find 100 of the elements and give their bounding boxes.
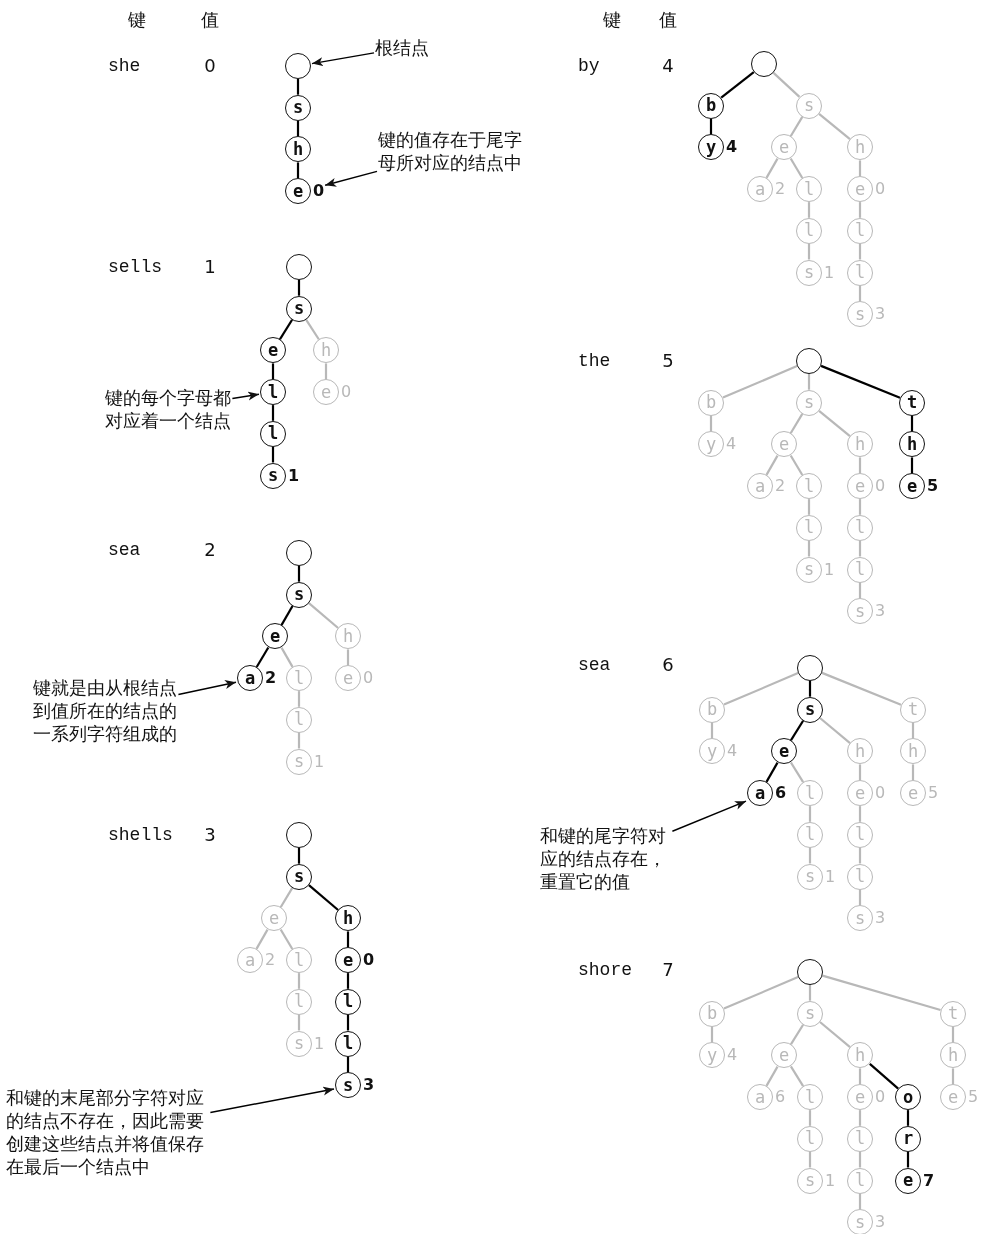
letter-node: s — [286, 1030, 312, 1057]
letter-node: l — [796, 217, 822, 244]
tree-edge — [308, 884, 339, 911]
value-label: 1 — [824, 264, 835, 281]
value-label: 3 — [204, 825, 216, 845]
letter-node: l — [796, 473, 822, 500]
tree-edge — [818, 113, 851, 141]
letter-node: e — [771, 1042, 797, 1069]
tree-edge — [910, 457, 914, 474]
letter-node: a — [747, 473, 773, 500]
letter-node: t — [899, 389, 925, 416]
value-label: 4 — [727, 1047, 738, 1064]
tree-edge — [858, 1068, 862, 1085]
key-label: sea — [108, 540, 141, 560]
column-header: 值 — [201, 10, 219, 30]
arrow — [311, 52, 375, 67]
letter-node: h — [899, 431, 925, 458]
tree-edge — [723, 672, 799, 706]
tree-edge — [808, 1110, 812, 1126]
value-label: 2 — [265, 670, 277, 687]
letter-node: b — [698, 92, 724, 119]
tree-edge — [819, 717, 851, 744]
value-label: 2 — [265, 952, 276, 969]
letter-node: s — [797, 696, 823, 723]
letter-node: s — [796, 92, 822, 119]
letter-node: b — [698, 389, 724, 416]
key-label: by — [578, 56, 600, 76]
tree-edge — [765, 1066, 779, 1087]
tree-edge — [296, 162, 300, 179]
annotation-text: 键的值存在于尾字母所对应的结点中 — [378, 128, 528, 174]
letter-node: y — [698, 134, 724, 161]
tree-edge — [346, 649, 350, 666]
value-label: 6 — [775, 785, 787, 802]
arrow — [209, 1086, 335, 1114]
tree-edge — [346, 931, 350, 948]
value-label: 1 — [314, 1035, 325, 1052]
tree-edge — [278, 319, 294, 340]
tree-edge — [808, 847, 812, 864]
tree-edge — [819, 1021, 851, 1048]
letter-node: s — [286, 295, 312, 322]
value-label: 4 — [726, 436, 737, 453]
tree-edge — [305, 319, 320, 341]
value-label: 0 — [313, 183, 325, 200]
letter-node: e — [847, 780, 873, 807]
letter-node: l — [286, 947, 312, 974]
tree-edge — [772, 72, 801, 98]
tree-edge — [789, 455, 804, 476]
column-header: 值 — [659, 10, 677, 30]
letter-node: h — [285, 136, 311, 163]
tree-edge — [297, 280, 301, 296]
letter-node: e — [895, 1167, 921, 1194]
letter-node: s — [286, 581, 312, 608]
letter-node: a — [747, 780, 773, 807]
value-label: 7 — [662, 960, 674, 980]
tree-edge — [789, 116, 804, 137]
letter-node: s — [286, 863, 312, 890]
tree-edge — [807, 202, 811, 218]
value-label: 5 — [928, 785, 939, 802]
value-label: 5 — [927, 478, 939, 495]
letter-node: e — [899, 473, 925, 500]
arrow — [671, 800, 747, 832]
tree-edge — [271, 405, 275, 421]
tree-edge — [906, 1110, 910, 1126]
tree-edge — [858, 160, 862, 177]
tree-edge — [297, 973, 301, 989]
letter-node: l — [797, 1084, 823, 1111]
value-label: 3 — [363, 1077, 375, 1094]
tree-edge — [822, 974, 941, 1012]
value-label: 0 — [875, 1089, 886, 1106]
value-label: 7 — [923, 1172, 935, 1189]
tree-edge — [906, 1151, 910, 1168]
letter-node: l — [847, 217, 873, 244]
letter-node: h — [940, 1042, 966, 1069]
tree-edge — [807, 374, 811, 390]
letter-node: l — [286, 706, 312, 733]
letter-node: y — [699, 738, 725, 765]
letter-node: s — [260, 462, 286, 489]
tree-edge — [858, 1151, 862, 1168]
tree-edge — [858, 1110, 862, 1126]
letter-node: l — [847, 821, 873, 848]
letter-node: y — [699, 1042, 725, 1069]
letter-node: e — [847, 1084, 873, 1111]
arrow — [231, 391, 260, 401]
tree-edge — [279, 887, 294, 908]
value-label: 0 — [875, 785, 886, 802]
tree-edge — [789, 413, 804, 434]
letter-node: e — [260, 337, 286, 364]
tree-edge — [858, 806, 862, 822]
letter-node: o — [895, 1084, 921, 1111]
tree-edge — [723, 976, 799, 1010]
value-label: 2 — [775, 478, 786, 495]
letter-node: s — [847, 598, 873, 625]
tree-edge — [789, 1024, 805, 1045]
tree-edge — [808, 806, 812, 822]
tree-edge — [271, 363, 275, 380]
tree-edge — [820, 364, 901, 399]
column-header: 键 — [128, 10, 146, 30]
annotation-text: 键的每个字母都对应着一个结点 — [100, 386, 232, 432]
value-label: 3 — [875, 603, 886, 620]
letter-node: a — [237, 947, 263, 974]
